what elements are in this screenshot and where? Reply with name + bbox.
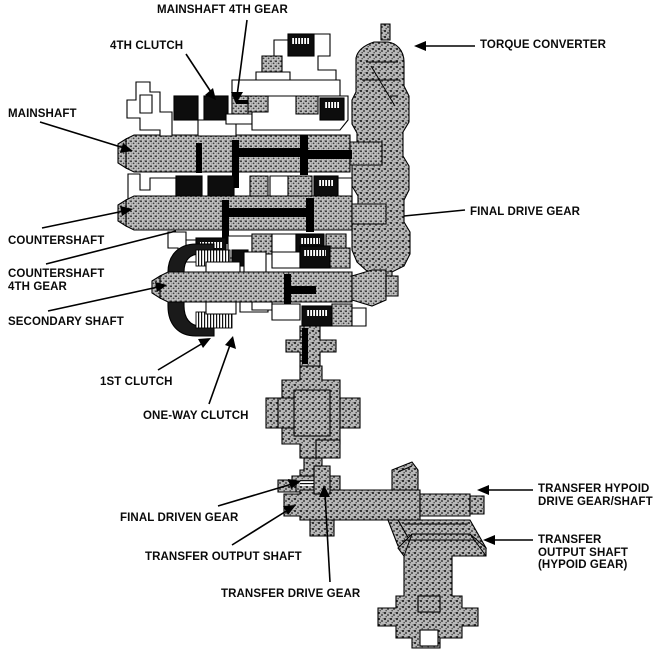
- callout-label-torque-converter: TORQUE CONVERTER: [480, 39, 606, 51]
- callout-label-transfer-output-shaft-hypoid-gear: TRANSFER OUTPUT SHAFT (HYPOID GEAR): [538, 534, 628, 572]
- callout-label-mainshaft: MAINSHAFT: [8, 108, 77, 120]
- callout-label-countershaft-4th-gear: COUNTERSHAFT 4TH GEAR: [8, 268, 105, 293]
- hypoid-output-shaft: [377, 533, 487, 649]
- mainshaft-assembly: [117, 33, 383, 219]
- callout-label-final-driven-gear: FINAL DRIVEN GEAR: [120, 512, 239, 524]
- callout-label-4th-clutch: 4TH CLUTCH: [110, 40, 184, 52]
- differential-body: [265, 325, 361, 483]
- callout-label-transfer-output-shaft: TRANSFER OUTPUT SHAFT: [145, 551, 302, 563]
- callout-label-1st-clutch: 1ST CLUTCH: [100, 376, 173, 388]
- callout-label-final-drive-gear: FINAL DRIVE GEAR: [470, 206, 581, 218]
- callout-label-mainshaft-4th-gear: MAINSHAFT 4TH GEAR: [157, 4, 288, 16]
- callout-label-transfer-hypoid-drive-gear-shaft: TRANSFER HYPOID DRIVE GEAR/SHAFT: [538, 483, 653, 508]
- callout-label-secondary-shaft: SECONDARY SHAFT: [8, 316, 124, 328]
- callout-leaders: [39, 19, 533, 583]
- callout-label-transfer-drive-gear: TRANSFER DRIVE GEAR: [221, 588, 361, 600]
- countershaft-assembly: [117, 195, 387, 263]
- callout-label-one-way-clutch: ONE-WAY CLUTCH: [143, 410, 249, 422]
- callout-label-countershaft: COUNTERSHAFT: [8, 235, 105, 247]
